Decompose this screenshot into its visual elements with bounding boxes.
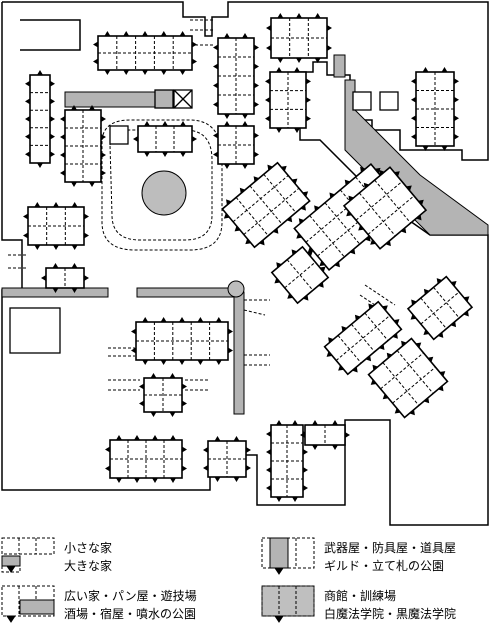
house-block — [203, 436, 251, 482]
house-block — [25, 70, 55, 168]
house-block — [213, 121, 259, 169]
house-block — [131, 317, 233, 365]
legend-label-shops: 武器屋・防具屋・道具屋 — [324, 540, 456, 555]
house-block — [265, 67, 311, 133]
house-block — [406, 275, 474, 341]
dashed-paths — [8, 19, 396, 391]
house-block — [93, 31, 197, 75]
legend-label-bakery: 広い家・パン屋・遊技場 — [64, 588, 197, 603]
house-blocks — [23, 13, 474, 502]
legend-label-guild-park: ギルド・立て札の公園 — [324, 558, 444, 573]
legend-icon-small-house — [1, 537, 55, 573]
house-block — [342, 166, 428, 250]
house-block — [266, 420, 308, 502]
legend-label-big-house: 大きな家 — [64, 558, 112, 573]
house-block — [221, 161, 311, 249]
house-block — [60, 105, 106, 187]
house-block — [23, 202, 89, 250]
house-block — [41, 263, 89, 293]
house-block — [300, 420, 350, 450]
legend-icon-big-house — [1, 585, 55, 623]
legend: 小さな家 大きな家 武器屋・防具屋・道具屋 ギルド・立て札の公園 広い家・パン屋… — [1, 537, 456, 623]
town-map — [1, 1, 489, 526]
legend-label-magic-academy: 白魔法学院・黒魔法学院 — [324, 606, 456, 621]
house-block — [270, 245, 330, 305]
legend-icon-academy — [261, 585, 315, 623]
house-block — [105, 435, 187, 483]
legend-label-small-house: 小さな家 — [64, 540, 112, 555]
plain-blocks — [9, 89, 399, 354]
house-block — [139, 373, 187, 417]
legend-icon-shops — [261, 537, 315, 575]
house-block — [213, 33, 259, 119]
house-block — [133, 121, 197, 157]
house-block — [411, 67, 459, 151]
legend-label-trade-hall: 商館・訓練場 — [324, 588, 396, 603]
house-block — [367, 337, 449, 419]
house-block — [323, 300, 403, 376]
fountain — [141, 170, 187, 216]
legend-label-tavern: 酒場・宿屋・噴水の公園 — [64, 606, 196, 621]
house-block — [266, 13, 332, 63]
